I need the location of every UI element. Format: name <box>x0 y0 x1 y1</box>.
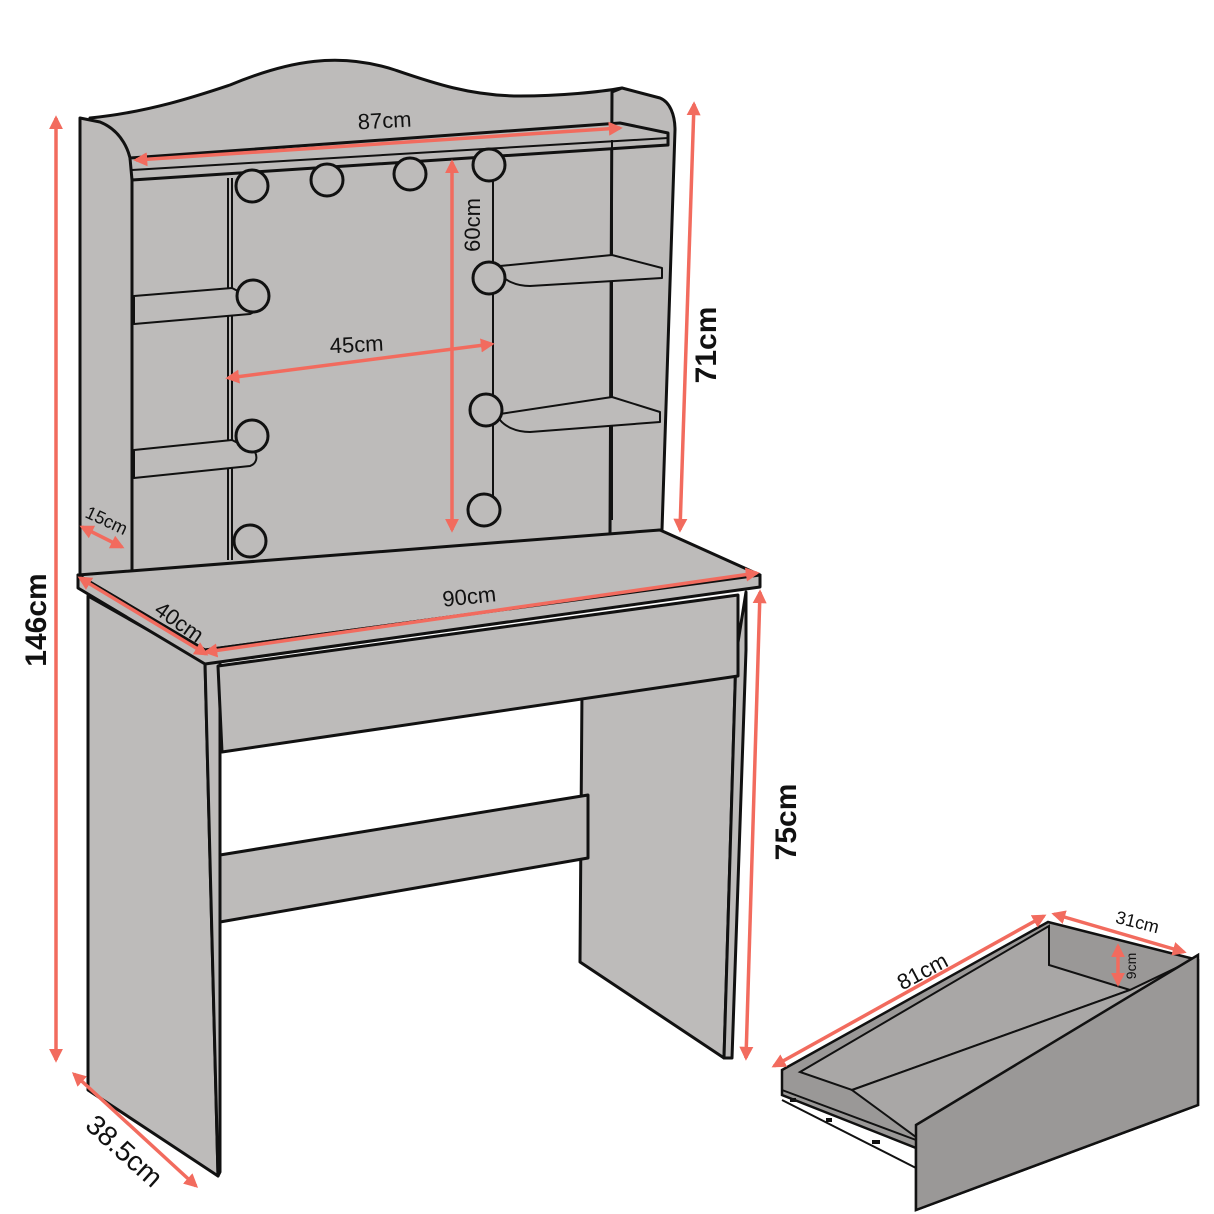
bulbs <box>232 147 507 559</box>
bulb-icon <box>468 392 504 428</box>
bulb-icon <box>232 523 268 559</box>
left-leg <box>86 594 220 1178</box>
label-table-height: 75cm <box>770 784 803 861</box>
stretcher-bar <box>218 793 590 924</box>
dim-75 <box>739 589 767 1061</box>
label-mirror-width: 45cm <box>329 331 384 359</box>
dim-40 <box>77 576 209 656</box>
label-total-height: 146cm <box>20 573 53 666</box>
dim-38-5 <box>71 1072 199 1188</box>
hutch-right-side <box>608 86 677 537</box>
label-hutch-height: 71cm <box>690 307 723 384</box>
bulb-icon <box>234 418 270 454</box>
dim-71 <box>673 101 701 533</box>
dim-90 <box>203 567 760 658</box>
dim-81 <box>771 914 1047 1068</box>
label-mirror-height: 60cm <box>460 198 485 252</box>
label-top-shelf-width: 87cm <box>357 107 412 135</box>
dimension-lines <box>49 101 1187 1188</box>
right-leg <box>578 653 738 1060</box>
dim-15 <box>79 525 125 549</box>
bulb-icon <box>392 156 428 192</box>
label-tabletop-width: 90cm <box>441 581 497 611</box>
bulb-icon <box>235 278 271 314</box>
dim-87 <box>133 121 623 167</box>
bulb-icon <box>471 260 507 296</box>
right-shelf-lower <box>499 396 661 433</box>
bulb-icon <box>309 162 345 198</box>
bulb-icon <box>234 168 270 204</box>
dim-31 <box>1051 910 1187 956</box>
bulb-icon <box>466 492 502 528</box>
bulb-icon <box>471 147 507 183</box>
label-drawer-depth: 9cm <box>1123 953 1139 979</box>
dim-45 <box>225 338 495 384</box>
